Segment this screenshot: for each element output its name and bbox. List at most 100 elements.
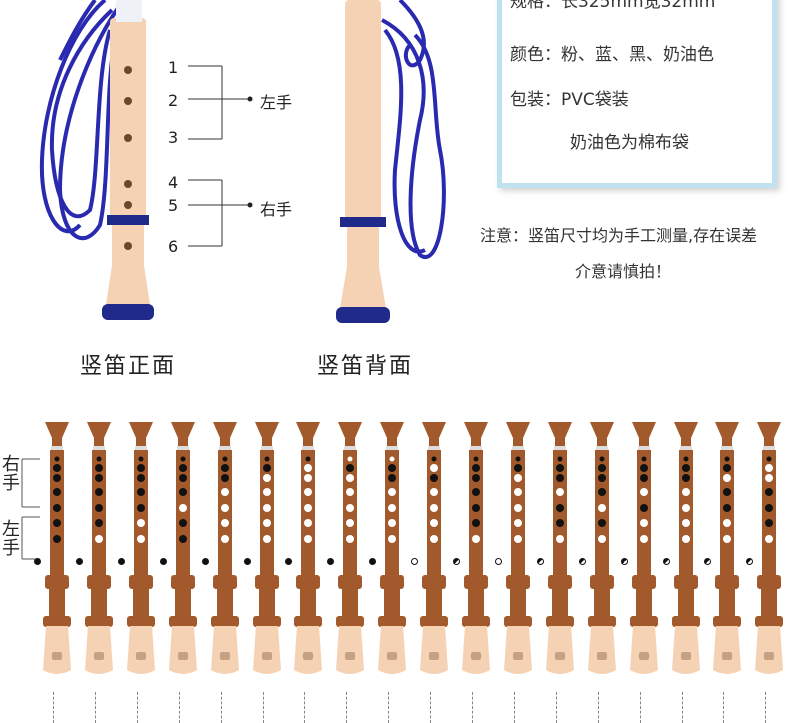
fingering-hole <box>639 488 648 496</box>
fingering-hole <box>597 535 606 543</box>
fingering-hole <box>681 519 690 527</box>
fingering-hole <box>262 488 271 496</box>
fingering-hole <box>681 535 690 543</box>
note-divider <box>723 692 725 723</box>
fingering-hole <box>53 504 61 512</box>
notice-line1: 注意：竖笛尺寸均为手工测量,存在误差 <box>480 226 758 245</box>
fingering-hole <box>555 504 564 512</box>
fingering-hole <box>136 474 145 482</box>
fingering-hole <box>304 464 313 472</box>
fingering-recorder <box>503 422 532 674</box>
fingering-hole <box>472 488 480 496</box>
fingering-recorder <box>210 422 239 674</box>
fingering-hole <box>724 456 730 462</box>
fingering-hole <box>262 535 271 543</box>
hole-pointer-lines <box>188 65 250 247</box>
fingering-hole <box>53 519 61 527</box>
fingering-hole <box>94 504 103 512</box>
thumb-hole-mark <box>453 558 460 565</box>
spec-bag-note: 奶油色为棉布袋 <box>570 133 689 153</box>
fingering-hole <box>472 535 480 543</box>
fingering-hole <box>136 488 145 496</box>
fingering-hole <box>639 474 648 482</box>
fingering-hole <box>681 464 690 472</box>
fingering-hole <box>430 464 439 472</box>
fingering-hole <box>346 474 355 482</box>
fingering-hole <box>220 474 229 482</box>
fingering-hole <box>472 519 480 527</box>
thumb-hole-mark <box>117 558 125 565</box>
fingering-hole <box>641 456 647 462</box>
fingering-hole <box>765 464 774 472</box>
fingering-recorder <box>336 422 365 674</box>
thumb-hole-mark <box>578 558 586 565</box>
right-hand-label: 右手 <box>260 200 293 219</box>
fingering-hole <box>555 519 564 527</box>
fingering-hole <box>53 535 61 543</box>
fingering-hole <box>723 535 732 543</box>
fingering-hole <box>557 456 563 462</box>
hole-number-4: 4 <box>168 173 179 192</box>
note-divider <box>346 692 348 723</box>
hole-number-3: 3 <box>168 128 179 147</box>
fingering-hole <box>346 488 355 496</box>
fingering-hole <box>597 504 606 512</box>
fingering-hole <box>388 504 397 512</box>
back-recorder <box>336 0 390 323</box>
fingering-hole <box>346 464 355 472</box>
fingering-hole <box>138 456 144 462</box>
fingering-hole <box>304 504 313 512</box>
fingering-hole <box>54 456 60 462</box>
fingering-hole <box>53 464 61 472</box>
fingering-hole <box>304 519 313 527</box>
fingering-hole <box>136 519 145 527</box>
fingering-hole <box>388 535 397 543</box>
fingering-hole <box>513 464 522 472</box>
note-divider <box>639 692 641 723</box>
thumb-hole-mark <box>620 558 628 565</box>
note-divider <box>388 692 390 723</box>
fingering-hole <box>346 504 355 512</box>
fingering-hole <box>681 504 690 512</box>
fingering-left-hand-label: 左手 <box>2 519 20 559</box>
recorder-photos <box>39 0 446 323</box>
fingering-hole <box>681 474 690 482</box>
fingering-hole <box>555 488 564 496</box>
fingering-hole <box>220 504 229 512</box>
note-divider <box>513 692 515 723</box>
fingering-hole <box>220 488 229 496</box>
fingering-hole <box>765 504 774 512</box>
thumb-hole-mark <box>243 558 251 565</box>
fingering-recorder <box>713 422 742 674</box>
fingering-hole <box>53 474 61 482</box>
fingering-hole <box>555 535 564 543</box>
fingering-hole <box>430 488 439 496</box>
notice-line2: 介意请慎拍！ <box>575 262 672 281</box>
fingering-hole <box>262 474 271 482</box>
fingering-hole <box>681 488 690 496</box>
fingering-recorder <box>84 422 113 674</box>
note-divider <box>555 692 557 723</box>
fingering-hole <box>639 504 648 512</box>
thumb-hole-mark <box>662 558 670 565</box>
fingering-hole <box>388 519 397 527</box>
fingering-hole <box>597 488 606 496</box>
spec-box: 规格：长325mm宽32mm 颜色：粉、蓝、黑、奶油色 包装：PVC袋装 奶油色… <box>497 0 777 188</box>
fingering-recorder <box>294 422 323 674</box>
fingering-hole <box>94 488 103 496</box>
fingering-recorder <box>462 422 490 674</box>
fingering-hole <box>765 474 774 482</box>
fingering-hole <box>347 456 353 462</box>
fingering-recorder <box>252 422 281 674</box>
fingering-hole <box>180 456 186 462</box>
fingering-hole <box>178 474 187 482</box>
note-divider <box>178 692 180 723</box>
fingering-hole <box>431 456 437 462</box>
hole-number-1: 1 <box>168 58 179 77</box>
note-divider <box>94 692 96 723</box>
fingering-hole <box>388 474 397 482</box>
fingering-hole <box>599 456 605 462</box>
fingering-hole <box>304 488 313 496</box>
fingering-hole <box>513 535 522 543</box>
fingering-recorder <box>420 422 449 674</box>
